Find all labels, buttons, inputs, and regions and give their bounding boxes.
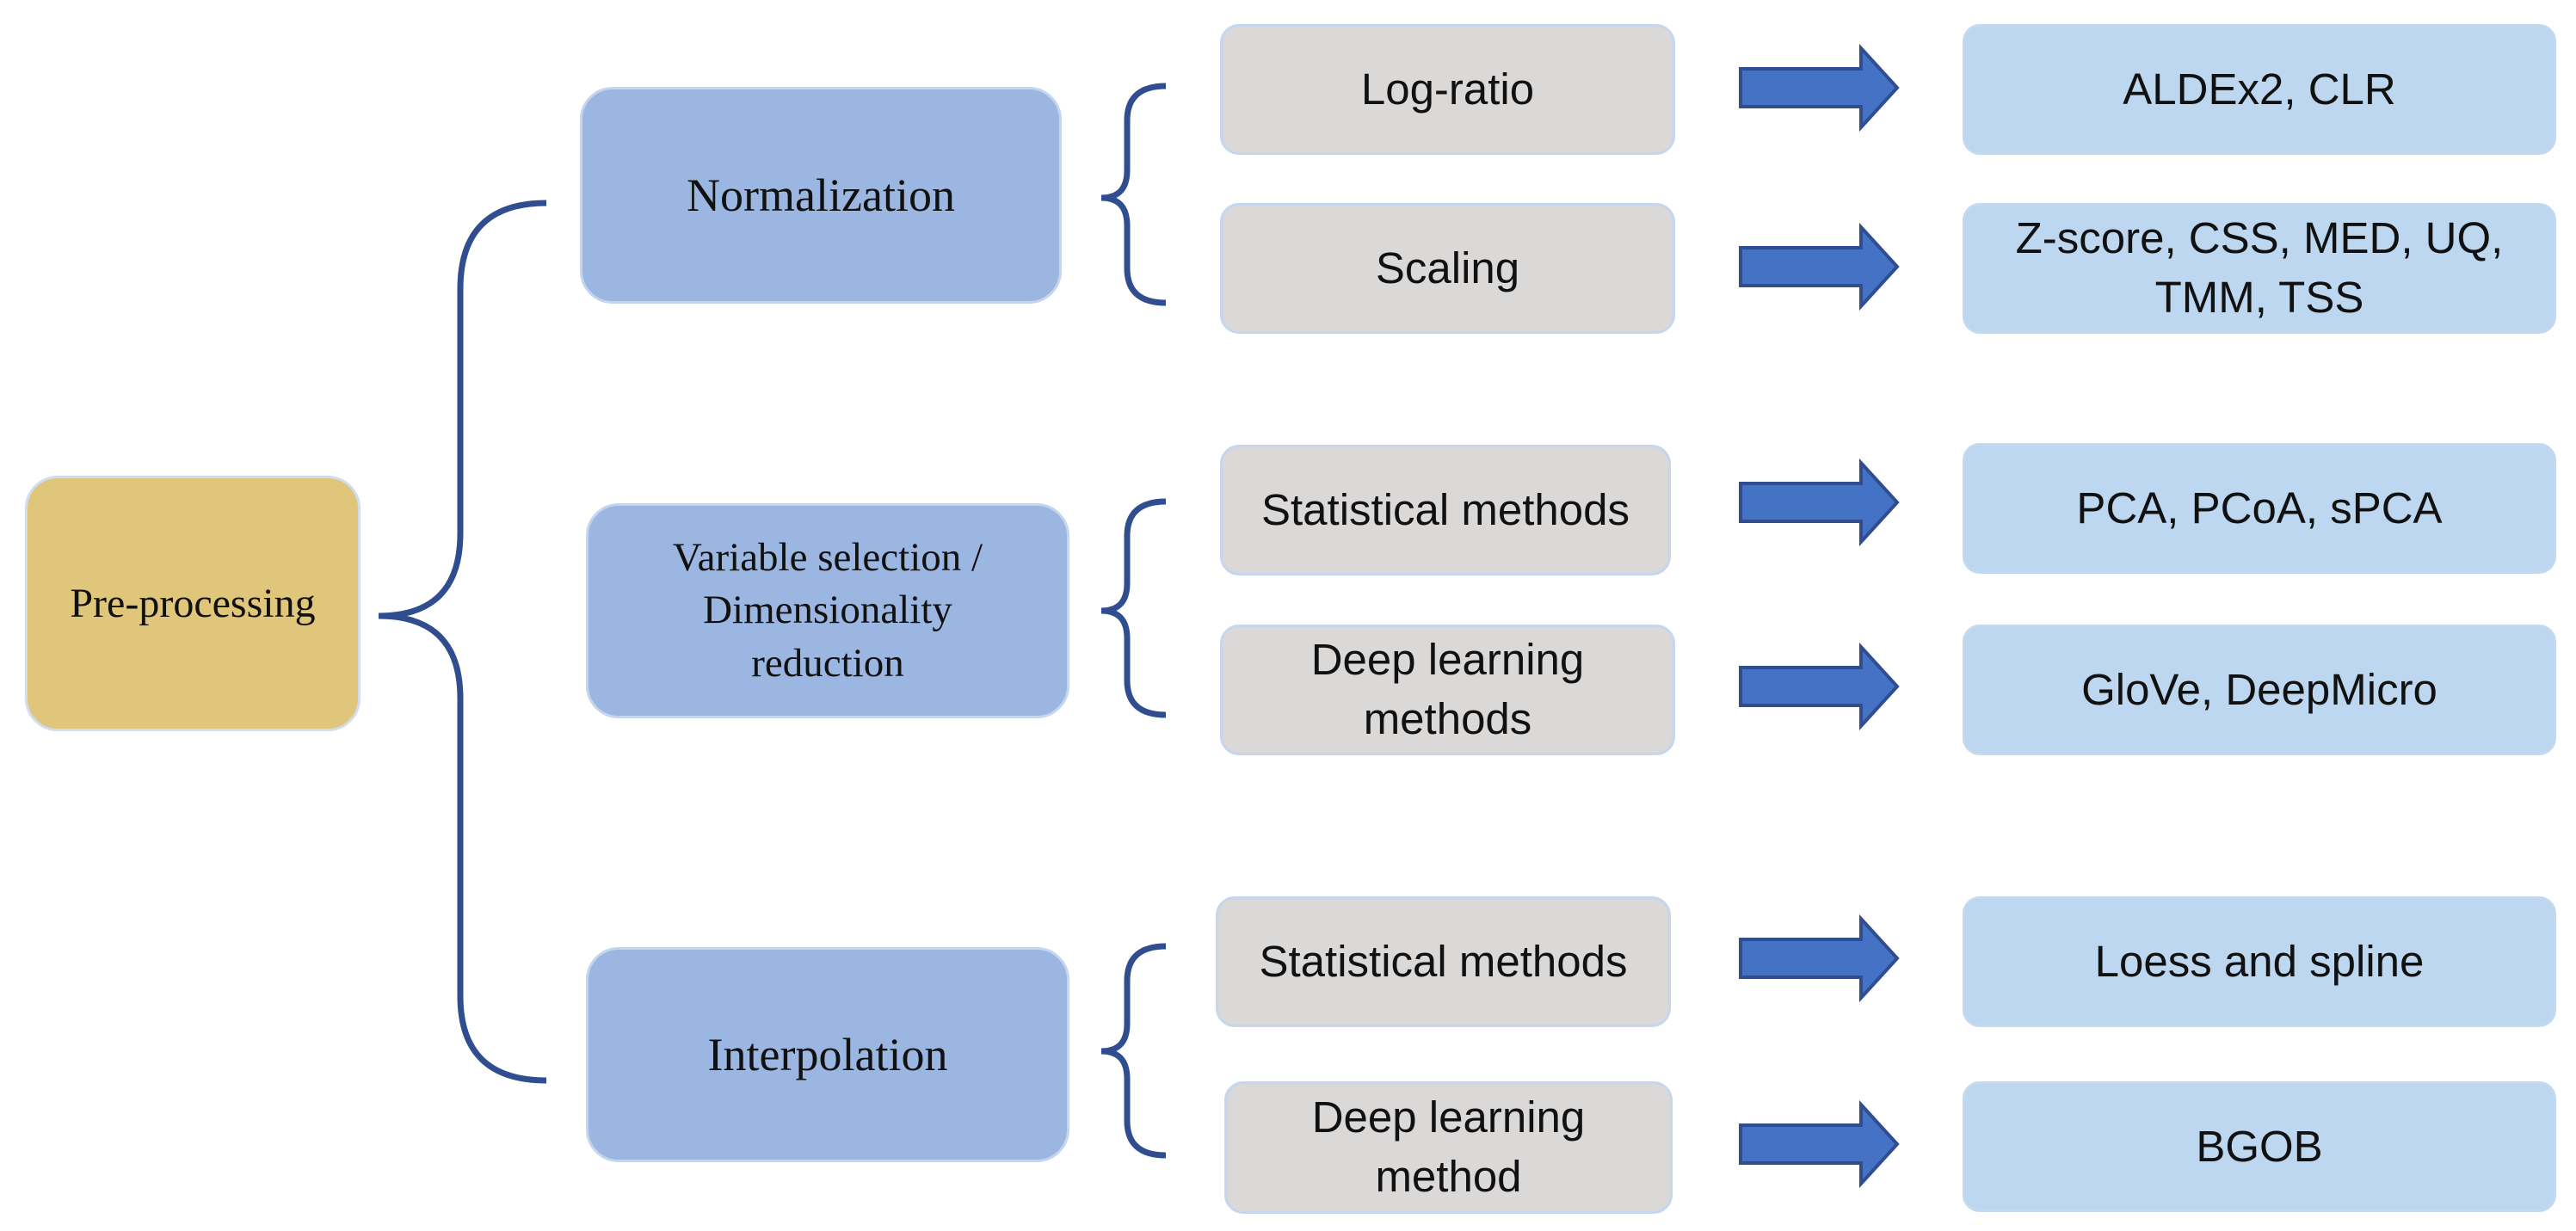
loess-spline-node: Loess and spline (1963, 896, 2556, 1027)
interpolation-statistical-methods-node: Statistical methods (1216, 896, 1671, 1027)
deep-learning-methods-node: Deep learning methods (1220, 625, 1675, 755)
arrow-icon (1739, 222, 1900, 311)
arrow-icon (1739, 914, 1900, 1003)
arrow-icon (1739, 642, 1900, 731)
pca-pcoa-spca-node: PCA, PCoA, sPCA (1963, 443, 2556, 574)
variable-selection-brace (1100, 498, 1167, 718)
variable-selection-node: Variable selection / Dimensionality redu… (586, 503, 1069, 718)
deep-learning-method-node: Deep learning method (1224, 1081, 1673, 1214)
interpolation-brace (1100, 943, 1167, 1159)
pre-processing-node: Pre-processing (25, 476, 361, 731)
glove-deepmicro-node: GloVe, DeepMicro (1963, 625, 2556, 755)
scaling-node: Scaling (1220, 203, 1675, 334)
arrow-icon (1739, 1099, 1900, 1189)
root-bracket (378, 200, 547, 1084)
normalization-brace (1100, 83, 1167, 306)
aldex2-clr-node: ALDEx2, CLR (1963, 24, 2556, 155)
statistical-methods-node: Statistical methods (1220, 445, 1671, 575)
normalization-node: Normalization (580, 87, 1062, 304)
bgob-node: BGOB (1963, 1081, 2556, 1212)
log-ratio-node: Log-ratio (1220, 24, 1675, 155)
scaling-examples-node: Z-score, CSS, MED, UQ, TMM, TSS (1963, 203, 2556, 334)
interpolation-node: Interpolation (586, 947, 1069, 1162)
arrow-icon (1739, 43, 1900, 132)
arrow-icon (1739, 458, 1900, 547)
